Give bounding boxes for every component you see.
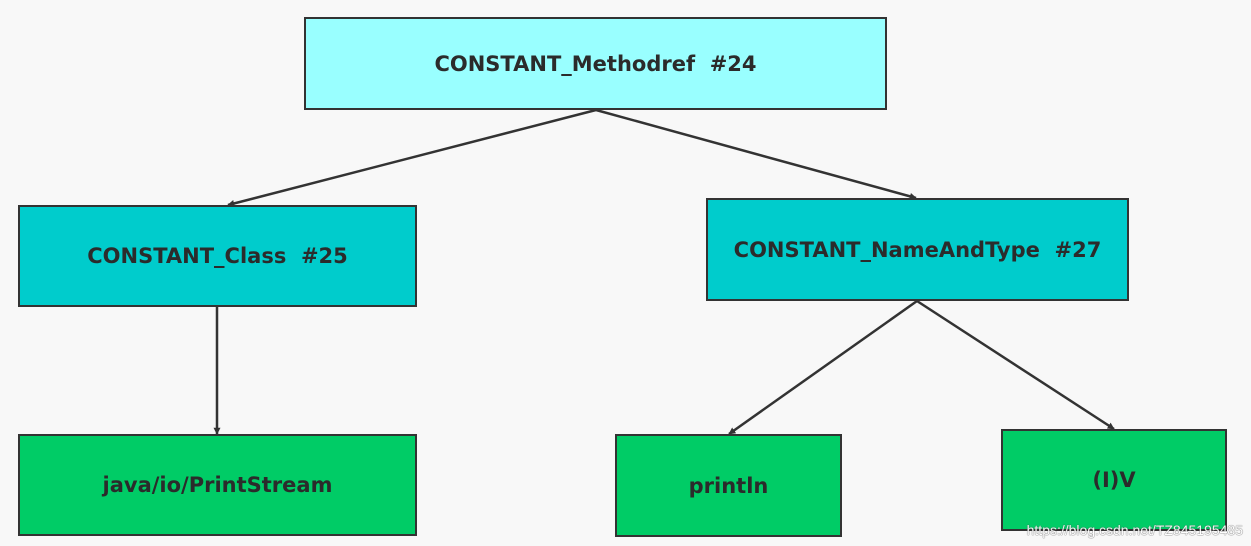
edge-methodref-to-class (227, 108, 597, 207)
node-descriptor-iv: (I)V (1001, 429, 1227, 531)
node-constant-nameandtype: CONSTANT_NameAndType #27 (706, 198, 1129, 301)
node-label: (I)V (1092, 468, 1136, 492)
node-label: CONSTANT_NameAndType #27 (733, 237, 1102, 262)
watermark-text: https://blog.csdn.net/TZ845195485 (1026, 522, 1243, 538)
node-label: java/io/PrintStream (102, 473, 333, 497)
edge-nameandtype-to-println (728, 299, 918, 436)
node-label: println (688, 473, 769, 498)
node-printstream: java/io/PrintStream (18, 434, 417, 536)
node-label: CONSTANT_Methodref #24 (434, 51, 757, 76)
node-constant-class: CONSTANT_Class #25 (18, 205, 417, 307)
edge-nameandtype-to-iv (916, 299, 1115, 431)
edge-methodref-to-nameandtype (595, 108, 917, 200)
node-println: println (615, 434, 842, 537)
node-label: CONSTANT_Class #25 (87, 244, 348, 268)
node-constant-methodref: CONSTANT_Methodref #24 (304, 17, 887, 110)
